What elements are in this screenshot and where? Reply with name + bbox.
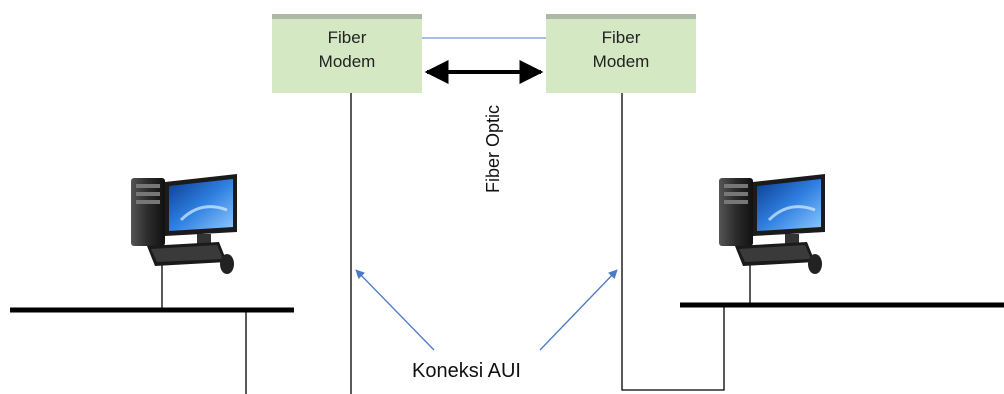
modem-label-line2: Modem	[592, 52, 650, 71]
aui-connection-label: Koneksi AUI	[412, 360, 521, 382]
modem-label-line1: Fiber	[327, 28, 367, 47]
fiber-optic-label: Fiber Optic	[483, 104, 503, 194]
computer-icon	[719, 174, 825, 274]
aui-arrow-left	[355, 269, 435, 351]
fiber-modem-right: Fiber Modem	[546, 14, 696, 93]
fiber-modem-left: Fiber Modem	[272, 14, 422, 93]
modem-label-line1: Fiber	[601, 28, 641, 47]
computer-icon	[131, 174, 237, 274]
right-modem-drop	[621, 93, 725, 391]
aui-arrow-right	[539, 269, 618, 351]
modem-label-line2: Modem	[318, 52, 376, 71]
